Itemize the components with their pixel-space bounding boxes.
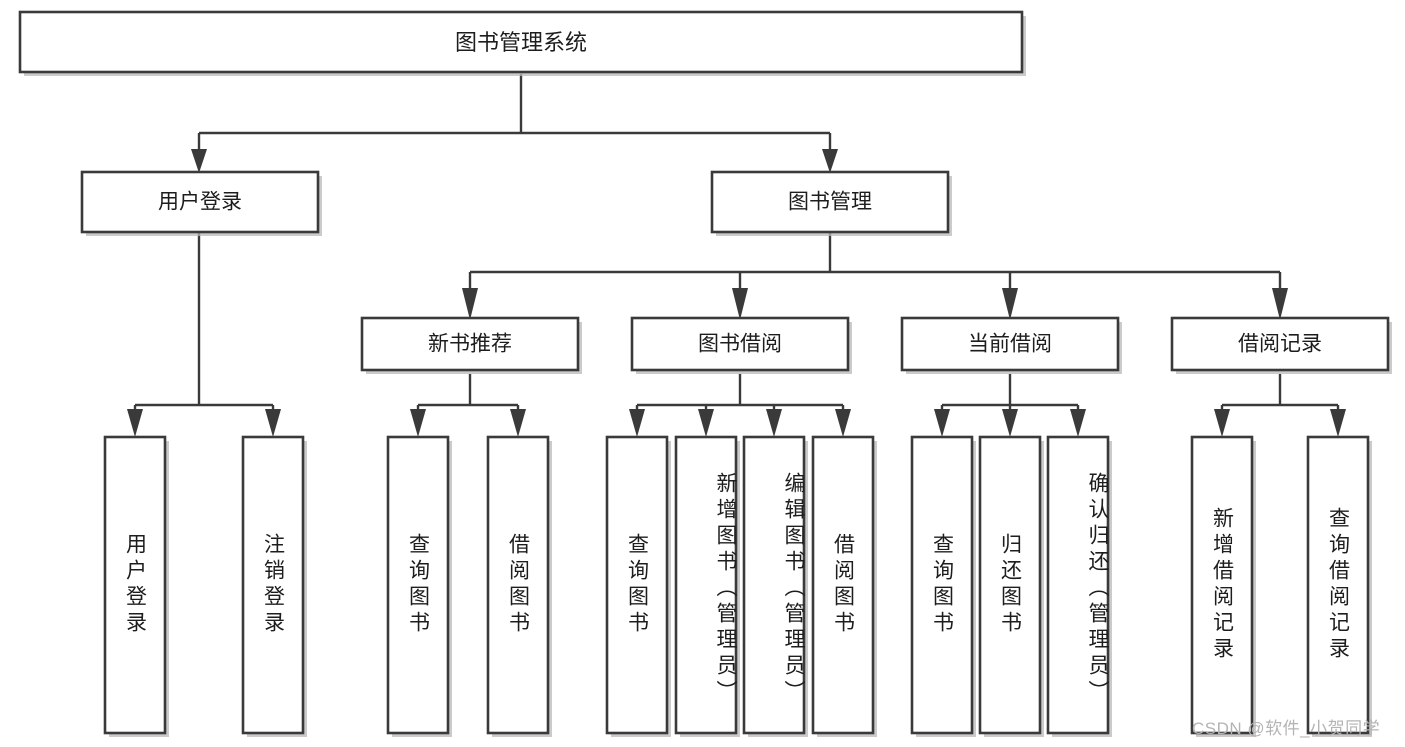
- root-box[interactable]: [18, 10, 1024, 74]
- leaf-rec-query-box[interactable]: [1306, 435, 1370, 735]
- node-current[interactable]: 当前借阅: [900, 316, 1122, 374]
- arrowhead-leaf-nb-query: [410, 409, 426, 437]
- arrowhead-leaf-bw-borrow: [835, 409, 851, 437]
- node-bookmgmt[interactable]: 图书管理: [710, 170, 952, 236]
- node-newbook[interactable]: 新书推荐: [360, 316, 582, 374]
- node-records[interactable]: 借阅记录: [1170, 316, 1392, 374]
- arrowhead-borrow: [732, 288, 748, 320]
- arrowhead-leaf-bw-edit: [766, 409, 782, 437]
- arrowhead-leaf-user-logout: [265, 409, 281, 437]
- arrowhead-bookmgmt: [822, 149, 838, 173]
- node-login[interactable]: 用户登录: [80, 170, 322, 236]
- leaf-bw-query-box[interactable]: [605, 435, 669, 735]
- leaf-box-layer: [103, 435, 1372, 737]
- node-borrow[interactable]: 图书借阅: [630, 316, 852, 374]
- newbook-label: 新书推荐: [428, 333, 512, 356]
- leaf-bw-edit-box[interactable]: [742, 435, 806, 735]
- leaf-user-login-box[interactable]: [103, 435, 167, 735]
- leaf-cur-return-box[interactable]: [978, 435, 1042, 735]
- leaf-cur-confirm-box[interactable]: [1046, 435, 1110, 735]
- records-box[interactable]: [1170, 316, 1390, 372]
- arrowhead-leaf-nb-borrow: [510, 409, 526, 437]
- newbook-box[interactable]: [360, 316, 580, 372]
- current-label: 当前借阅: [968, 333, 1052, 356]
- arrowhead-leaf-cur-query: [934, 409, 950, 437]
- leaf-bw-add-box[interactable]: [674, 435, 738, 735]
- arrowhead-newbook: [462, 288, 478, 320]
- leaf-nb-query-box[interactable]: [386, 435, 450, 735]
- arrowhead-records: [1272, 288, 1288, 320]
- leaf-nb-borrow-box[interactable]: [486, 435, 550, 735]
- root-label: 图书管理系统: [455, 30, 587, 55]
- login-label: 用户登录: [158, 191, 242, 214]
- bookmgmt-box[interactable]: [710, 170, 950, 234]
- arrowhead-leaf-user-login: [127, 409, 143, 437]
- arrowhead-leaf-bw-add: [698, 409, 714, 437]
- arrowhead-current: [1002, 288, 1018, 320]
- records-label: 借阅记录: [1238, 333, 1322, 356]
- node-root[interactable]: 图书管理系统: [18, 10, 1026, 76]
- csdn-watermark: CSDN @软件_小贺同学: [1192, 719, 1381, 738]
- login-box[interactable]: [80, 170, 320, 234]
- borrow-box[interactable]: [630, 316, 850, 372]
- borrow-label: 图书借阅: [698, 333, 782, 356]
- arrowhead-leaf-cur-confirm: [1070, 409, 1086, 437]
- arrowhead-login: [191, 149, 207, 173]
- arrowhead-leaf-rec-add: [1214, 409, 1230, 437]
- arrowhead-leaf-rec-query: [1330, 409, 1346, 437]
- current-box[interactable]: [900, 316, 1120, 372]
- leaf-bw-borrow-box[interactable]: [811, 435, 875, 735]
- leaf-user-logout-box[interactable]: [241, 435, 305, 735]
- bookmgmt-label: 图书管理: [788, 191, 872, 214]
- arrowhead-leaf-cur-return: [1002, 409, 1018, 437]
- arrowhead-leaf-bw-query: [629, 409, 645, 437]
- leaf-cur-query-box[interactable]: [910, 435, 974, 735]
- connector-layer: [127, 74, 1346, 437]
- leaf-rec-add-box[interactable]: [1190, 435, 1254, 735]
